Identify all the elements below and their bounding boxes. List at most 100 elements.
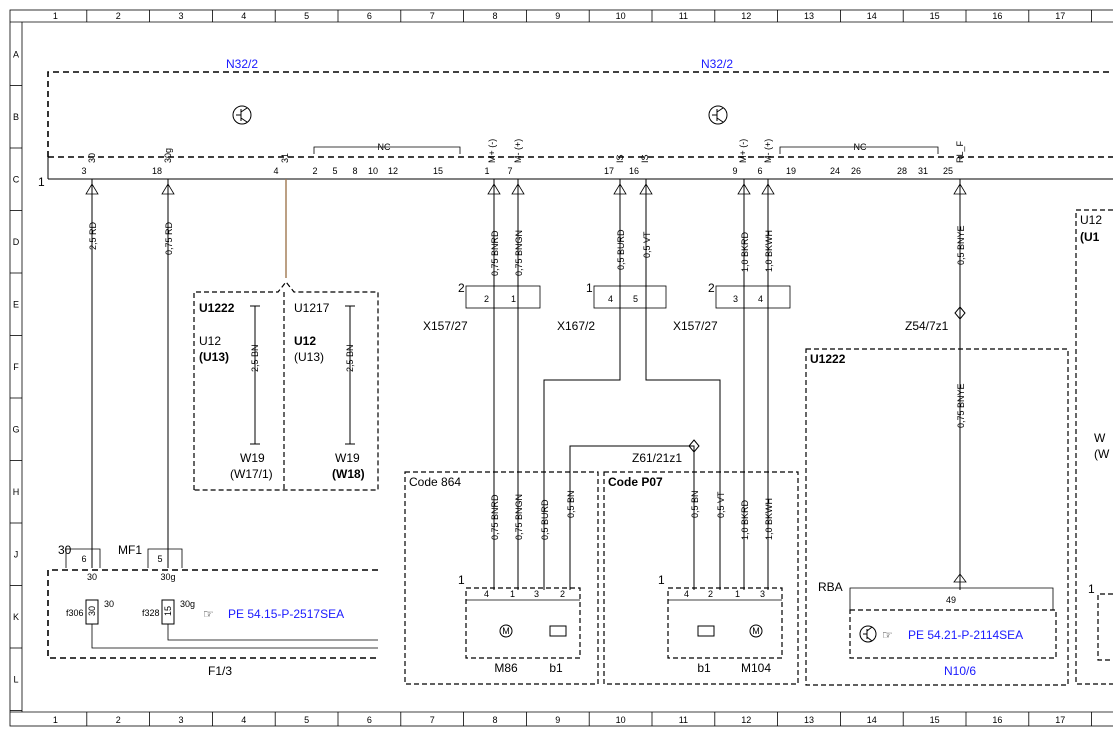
grid-column-label: 10 <box>616 11 626 21</box>
grid-column-label: 9 <box>555 715 560 725</box>
pin-tag-9: M+ (-) <box>738 139 748 163</box>
connector-x157-right-label: X157/27 <box>673 319 718 333</box>
pin-25: 25 <box>943 166 953 176</box>
grid-column-label: 7 <box>430 11 435 21</box>
fuse-f306-value: 30 <box>87 606 97 616</box>
nc-bracket-right: NC <box>779 142 939 154</box>
motor-icon <box>499 624 513 638</box>
column-ruler: 1122334455667788991010111112121313141415… <box>53 10 1092 726</box>
f13-label: F1/3 <box>208 664 232 678</box>
w18-label: (W18) <box>332 467 365 481</box>
wire-label: 0,5 BURD <box>616 229 626 270</box>
b1-label: b1 <box>549 661 563 675</box>
u12-label: U12 <box>199 334 221 348</box>
edge-box <box>1075 209 1113 685</box>
fuse-side-30g: 30g <box>180 599 195 609</box>
grid-column-label: 11 <box>679 11 688 21</box>
wire-label: 0,75 BNGN <box>514 230 524 276</box>
edge-label: (W <box>1094 447 1110 461</box>
w19-label: W19 <box>335 451 360 465</box>
edge-num: 1 <box>1088 582 1095 596</box>
fuse-reference-link[interactable]: PE 54.15-P-2517SEA <box>228 607 344 621</box>
pin-tag-16: IS <box>640 154 650 163</box>
grid-row-label: A <box>13 49 19 59</box>
grid-column-label: 12 <box>741 715 751 725</box>
grid-row-label: H <box>13 487 20 497</box>
pin-tags: 30 30g 31 M+ (-) M- (+) IS IS M+ (-) M- … <box>87 139 965 163</box>
wire-label: 1,0 BKRD <box>740 231 750 272</box>
grid-column-label: 10 <box>616 715 626 725</box>
wire-label: 2,5 RD <box>88 221 98 250</box>
sensor-icon <box>697 625 715 637</box>
grid-column-label: 12 <box>741 11 751 21</box>
wire-label: 1,0 BKRD <box>740 499 750 540</box>
grid-column-label: 8 <box>492 715 497 725</box>
pin-7: 7 <box>507 166 512 176</box>
splice-icon <box>954 306 966 320</box>
grid-column-label: 14 <box>867 715 877 725</box>
b1-label: b1 <box>697 661 711 675</box>
pin-8: 8 <box>352 166 357 176</box>
pin-tag-18: 30g <box>163 148 173 163</box>
grid-column-label: 9 <box>555 11 560 21</box>
pin-12: 12 <box>388 166 398 176</box>
grid-column-label: 6 <box>367 11 372 21</box>
pin-10: 10 <box>368 166 378 176</box>
pointing-hand-icon: ☞ <box>203 607 214 621</box>
grid-column-label: 3 <box>178 715 183 725</box>
n10-label: N10/6 <box>944 664 976 678</box>
pin-18: 18 <box>152 166 162 176</box>
fuse-f328-value: 15 <box>163 606 173 616</box>
w17-1-label: (W17/1) <box>230 467 273 481</box>
u12-label: U12 <box>294 334 316 348</box>
module-label-n32-right: N32/2 <box>701 57 733 71</box>
wire-label: 0,5 VT <box>642 231 652 258</box>
connector-x167-label: X167/2 <box>557 319 595 333</box>
codeP07-label: Code P07 <box>608 475 663 489</box>
grid-column-label: 13 <box>804 11 814 21</box>
mf1-label: MF1 <box>118 543 142 557</box>
sensor-icon <box>549 625 567 637</box>
pin-24: 24 <box>830 166 840 176</box>
wire-label: 0,5 VT <box>716 491 726 518</box>
u1222-right-label: U1222 <box>810 352 846 366</box>
connector-pin: 5 <box>633 294 638 304</box>
component-pin: 4 <box>484 589 489 599</box>
pin-28: 28 <box>897 166 907 176</box>
module-label-n32-left: N32/2 <box>226 57 258 71</box>
pin-17: 17 <box>604 166 614 176</box>
pin-tag-17: IS <box>615 154 625 163</box>
n10-pin-49: 49 <box>946 595 956 605</box>
pointing-hand-icon: ☞ <box>882 628 893 642</box>
wire-label: 1,0 BKWH <box>764 230 774 272</box>
connector-x157-right <box>715 285 791 309</box>
f13-box <box>47 569 378 659</box>
grid-column-label: 8 <box>492 11 497 21</box>
connector-num: 2 <box>458 281 465 295</box>
component-pin: 1 <box>510 589 515 599</box>
pin-tag-6: M- (+) <box>763 139 773 163</box>
arrow-icon <box>953 183 967 195</box>
mf1-pin-5: 5 <box>157 554 162 564</box>
pin-tag-1: M+ (-) <box>487 139 497 163</box>
frame <box>9 9 1113 727</box>
splice-z61-label: Z61/21z1 <box>632 451 682 465</box>
wire-label: 0,5 BN <box>566 490 576 518</box>
component-num: 1 <box>658 573 665 587</box>
grid-row-label: B <box>13 112 19 122</box>
n10-reference-link[interactable]: PE 54.21-P-2114SEA <box>908 628 1023 642</box>
pin-numbers: 3 18 4 2 5 8 10 12 15 1 7 17 16 9 6 19 2… <box>81 166 953 176</box>
motor-glyph: M <box>502 626 510 636</box>
grid-column-label: 2 <box>116 715 121 725</box>
connector-x157-left <box>465 285 541 309</box>
wire-label: 0,5 BNYE <box>956 225 966 265</box>
motor-icon <box>749 624 763 638</box>
pin-tag-3: 30 <box>87 153 97 163</box>
wire-label: 0,75 BNRD <box>490 230 500 276</box>
edge-label: W <box>1094 431 1106 445</box>
connector-pin: 1 <box>511 294 516 304</box>
u1222-label: U1222 <box>199 301 235 315</box>
grid-column-label: 14 <box>867 11 877 21</box>
grid-column-label: 17 <box>1055 11 1065 21</box>
